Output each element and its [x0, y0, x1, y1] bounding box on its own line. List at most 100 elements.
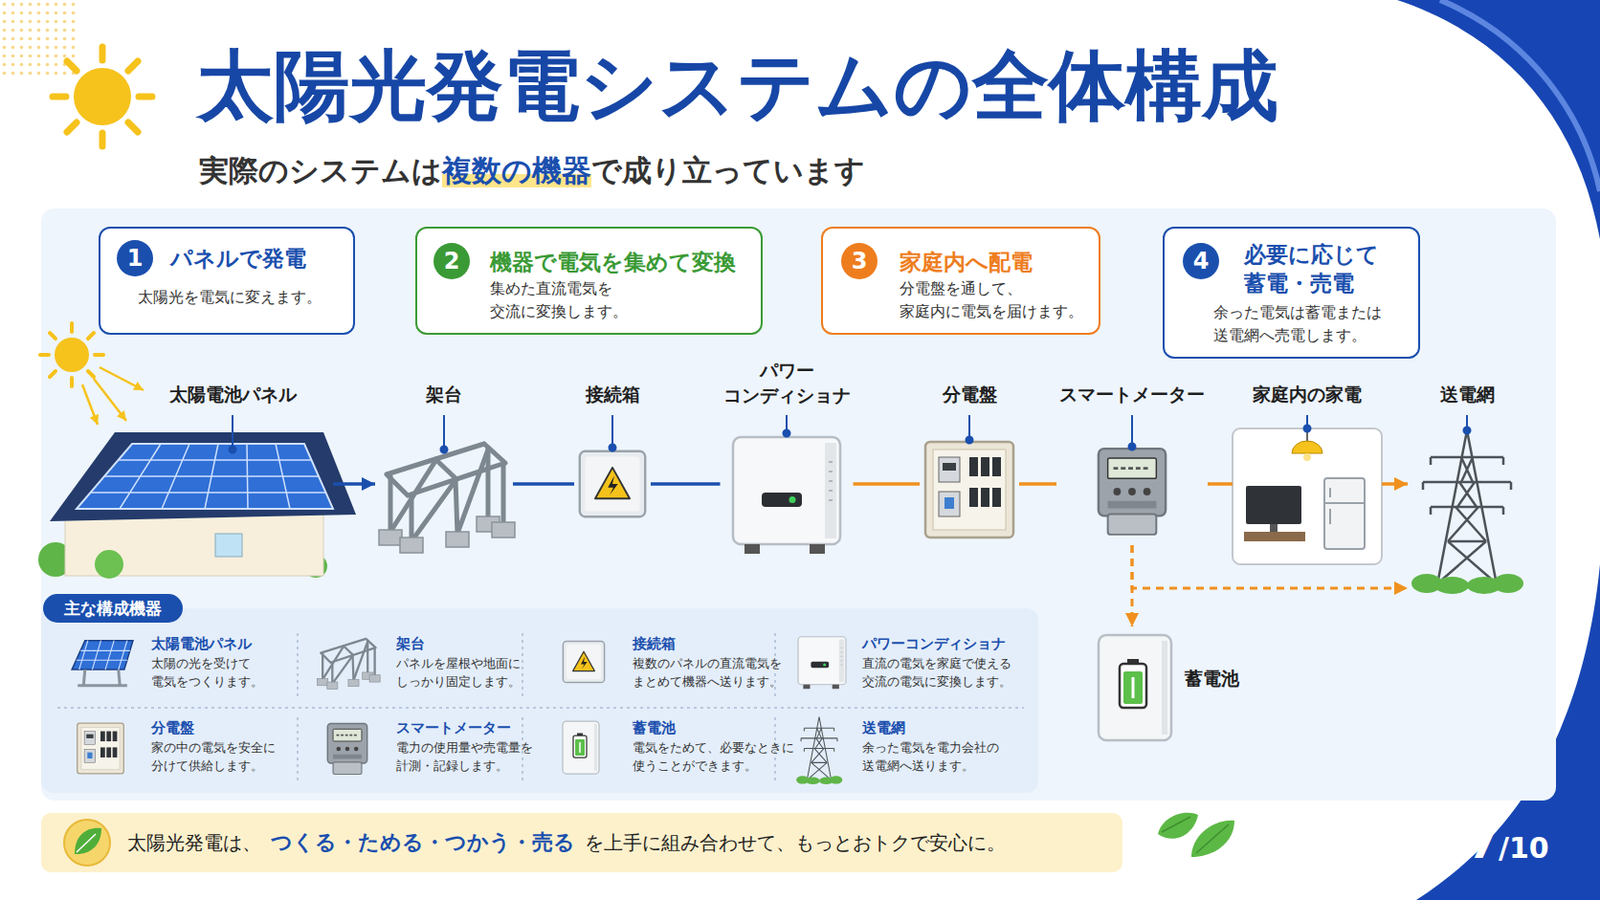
- text-line: 電気をためて、必要なときに: [632, 740, 795, 756]
- step-number: 2: [433, 243, 470, 280]
- part-name: 接続箱: [585, 382, 641, 408]
- frame-icon: [317, 639, 381, 690]
- step-body: 太陽光を電気に変えます。: [137, 286, 338, 310]
- leader-line: [966, 437, 974, 445]
- text-line: 直流の電気を家庭で使える: [862, 656, 1012, 671]
- sun-icon: [40, 323, 104, 387]
- dot-pattern: [0, 0, 77, 77]
- smart-meter-node: スマートメーター: [1056, 382, 1208, 546]
- text-line: しっかり固定します。: [396, 674, 521, 689]
- text-line: 電力の使用量や売電量を: [396, 740, 534, 756]
- text-line: 余った電気は蓄電または: [1213, 304, 1382, 322]
- frame-illustration: [378, 444, 515, 554]
- part-name: 送電網: [1440, 382, 1495, 408]
- power-conditioner-illustration: [733, 437, 841, 555]
- legend-item: 太陽電池パネル太陽の光を受けて 電気をつくります。: [151, 633, 264, 691]
- step-heading: パネルで発電: [170, 243, 338, 274]
- part-name: 架台: [396, 633, 521, 655]
- leaf-icon: [76, 834, 96, 853]
- subtitle-text: で成り立っています: [591, 153, 866, 188]
- sun-icon: [82, 384, 98, 425]
- step-box: パネルで発電太陽光を電気に変えます。 1: [98, 226, 356, 335]
- house-illustration: [90, 444, 327, 510]
- junction-box-node: 接続箱: [574, 382, 651, 523]
- step-heading: 必要に応じて 蓄電・売電: [1244, 240, 1403, 298]
- legend-item: 蓄電池電気をためて、必要なときに 使うことができます。: [632, 717, 795, 776]
- legend-heading: 主な構成機器: [43, 594, 183, 623]
- house-illustration: [215, 533, 243, 557]
- separator: [57, 633, 1024, 783]
- part-name: パワーコンディショナ: [862, 633, 1012, 655]
- part-name: 太陽電池パネル: [169, 382, 297, 408]
- dot-pattern: [0, 0, 77, 77]
- part-name: 太陽電池パネル: [151, 633, 264, 655]
- corner-band: [1397, 0, 1600, 240]
- text-line: パワー: [759, 359, 815, 381]
- part-name: 接続箱: [632, 633, 782, 655]
- summary-text: 太陽光発電は、: [127, 830, 262, 857]
- leaf-icon: [64, 820, 111, 867]
- text-line: 必要に応じて: [1244, 242, 1379, 267]
- step-box: 必要に応じて 蓄電・売電余った電気は蓄電または 送電網へ売電します。 4: [1162, 226, 1421, 359]
- smart-meter-illustration: [1098, 448, 1166, 535]
- step-body: 集めた直流電気を 交流に変換します。: [489, 277, 746, 324]
- appliance-illustration: [1324, 488, 1365, 525]
- text-line: 計測・記録します。: [396, 758, 509, 774]
- tower-icon: [796, 717, 843, 785]
- leader-line: [229, 415, 1471, 454]
- text-line: 分電盤を通して、: [899, 280, 1023, 298]
- distribution-board-node: 分電盤: [919, 382, 1020, 543]
- leader-line: [441, 446, 448, 454]
- sun-icon: [52, 46, 153, 147]
- part-name: 家庭内の家電: [1252, 382, 1362, 408]
- appliance-illustration: [1303, 453, 1312, 462]
- text-line: 集めた直流電気を: [489, 280, 613, 298]
- subtitle: 実際のシステムは複数の機器で成り立っています: [199, 151, 866, 190]
- summary-bar: [41, 813, 1123, 873]
- text-line: 使うことができます。: [632, 758, 757, 774]
- step-box: 機器で電気を集めて変換集めた直流電気を 交流に変換します。 2: [415, 226, 763, 335]
- text-line: 送電網へ売電します。: [1213, 327, 1367, 345]
- legend-item: スマートメーター電力の使用量や売電量を 計測・記録します。: [396, 717, 534, 776]
- step-heading: 家庭内へ配電: [899, 246, 1084, 278]
- frame-node: 架台: [375, 382, 513, 557]
- part-name: スマートメーター: [396, 717, 534, 739]
- leaf-decoration: [1157, 813, 1199, 840]
- connector: [650, 482, 721, 487]
- sun-icon: [40, 323, 144, 425]
- page-title: 太陽光発電システムの全体構成: [197, 42, 1279, 131]
- sun-icon: [82, 367, 144, 425]
- house-illustration: [38, 432, 356, 579]
- connector: [512, 482, 575, 487]
- part-description: 家の中の電気を安全に 分けて供給します。: [151, 738, 276, 776]
- legend-item: パワーコンディショナ直流の電気を家庭で使える 交流の電気に変換します。: [862, 633, 1012, 691]
- part-name: 蓄電池: [1184, 666, 1240, 692]
- step-heading: 機器で電気を集めて変換: [489, 246, 746, 278]
- callout-number: 4: [1193, 249, 1210, 273]
- part-description: 複数のパネルの直流電気を まとめて機器へ送ります。: [632, 654, 782, 691]
- legend-item: 分電盤家の中の電気を安全に 分けて供給します。: [151, 717, 276, 776]
- battery-icon: [562, 721, 600, 775]
- grid-node: 送電網: [1407, 382, 1527, 603]
- leaf-icon: [74, 828, 102, 855]
- leader-line: [1131, 415, 1134, 447]
- leader-line: [609, 444, 617, 452]
- step-number: 1: [116, 240, 154, 277]
- part-name: 蓄電池: [632, 717, 795, 739]
- text-line: パネルを屋根や地面に: [396, 656, 521, 671]
- separator: [57, 633, 1024, 783]
- sun-icon: [73, 67, 132, 126]
- house-illustration: [76, 444, 334, 510]
- text-line: 太陽の光を受けて: [151, 656, 251, 671]
- panel-icon: [71, 641, 134, 687]
- legend-item: 架台パネルを屋根や地面に しっかり固定します。: [396, 633, 521, 691]
- leader-line: [231, 415, 234, 450]
- legend-panel: [41, 608, 1039, 794]
- main-area: [41, 208, 1556, 801]
- text-line: コンディショナ: [723, 384, 851, 406]
- leader-line: [1304, 425, 1312, 433]
- appliance-illustration: [1245, 486, 1302, 525]
- leader-line: [1464, 427, 1471, 435]
- part-description: 太陽の光を受けて 電気をつくります。: [151, 654, 264, 691]
- text-line: 交流の電気に変換します。: [862, 674, 1012, 689]
